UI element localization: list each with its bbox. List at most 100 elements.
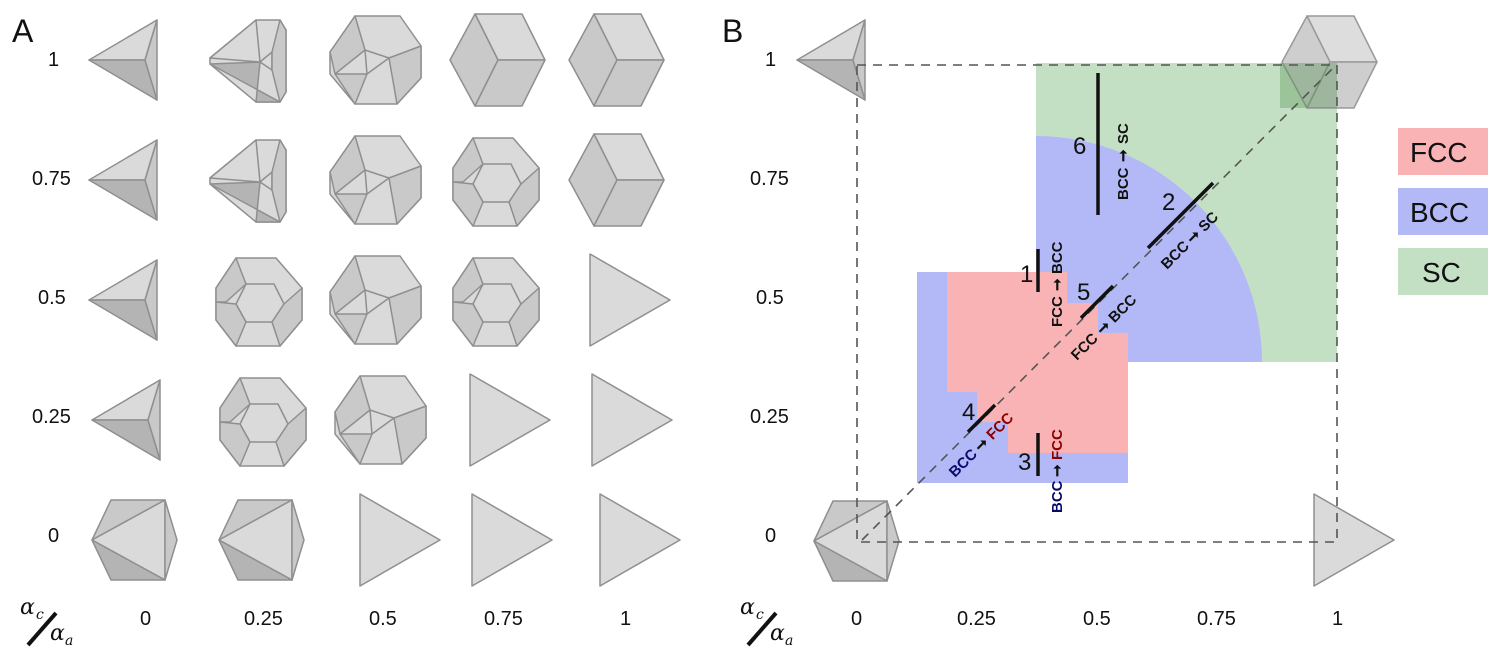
- legend-label-sc: SC: [1422, 257, 1461, 288]
- legend-swatch-bcc: [1398, 188, 1488, 235]
- arrow-glyph: ➞: [1049, 278, 1066, 291]
- polyhedron: [334, 375, 427, 465]
- x-label: 1: [1332, 608, 1343, 630]
- polyhedron: [215, 257, 303, 347]
- legend-label-bcc: BCC: [1410, 197, 1469, 228]
- row-label: 1: [48, 49, 59, 71]
- transition-number-4: 4: [962, 399, 975, 426]
- from-phase: BCC: [1049, 480, 1066, 513]
- col-label: 0.75: [484, 608, 523, 630]
- polyhedron-octahedron: [91, 499, 178, 581]
- polyhedron: [471, 493, 553, 587]
- panel-label-a: A: [12, 13, 34, 49]
- polyhedron: [219, 377, 307, 467]
- row-label: 0.25: [32, 406, 71, 428]
- x-label: 0.75: [1197, 608, 1236, 630]
- y-label: 1: [765, 49, 776, 71]
- alpha-c: α: [740, 595, 755, 620]
- transition-label-1: FCC ➞ BCC: [1049, 241, 1066, 327]
- y-label: 0.5: [756, 287, 784, 309]
- polyhedron: [589, 253, 671, 347]
- alpha-c: α: [20, 595, 35, 620]
- transition-label-6: BCC ➞ SC: [1115, 123, 1132, 200]
- polyhedron: [329, 255, 422, 345]
- ratio-slash: [26, 611, 58, 647]
- polyhedron: [91, 379, 161, 461]
- arrow-glyph: ➞: [1115, 149, 1132, 162]
- polyhedron: [88, 259, 158, 341]
- panel-label-b: B: [722, 13, 743, 49]
- ratio-slash: [746, 611, 778, 647]
- polyhedron: [452, 137, 540, 227]
- polyhedron: [218, 499, 305, 581]
- frame-rect: [856, 64, 1338, 543]
- polyhedron: [568, 133, 665, 227]
- to-phase: FCC: [1049, 429, 1066, 460]
- transition-line-4: [966, 403, 997, 434]
- panel-a-col-labels: 0 0.25 0.5 0.75 1: [140, 608, 631, 630]
- transition-number-2: 2: [1162, 189, 1175, 216]
- polyhedron-tetrahedron: [88, 19, 158, 101]
- legend-swatch-sc: [1398, 248, 1488, 295]
- polyhedron: [591, 373, 673, 467]
- row-label: 0.75: [32, 168, 71, 190]
- alpha-a: α: [50, 621, 65, 646]
- polyhedron: [329, 15, 422, 105]
- polyhedron-triangle: [599, 493, 681, 587]
- x-label: 0: [851, 608, 862, 630]
- transition-number-6: 6: [1073, 133, 1086, 160]
- alpha-c-sub: c: [756, 607, 764, 623]
- x-label: 0.5: [1083, 608, 1111, 630]
- polyhedron: [452, 257, 540, 347]
- dashed-frame: [856, 64, 1338, 543]
- panel-b-x-labels: 0 0.25 0.5 0.75 1: [851, 608, 1343, 630]
- polyhedron: [209, 139, 287, 223]
- region-sc-overlay: [1280, 63, 1337, 108]
- polyhedra-grid: [88, 13, 681, 587]
- alpha-a-sub: a: [65, 633, 73, 649]
- transition-markers: [966, 73, 1215, 476]
- polyhedron: [209, 19, 287, 103]
- polyhedron: [469, 373, 551, 467]
- x-label: 0.25: [957, 608, 996, 630]
- y-label: 0.75: [750, 168, 789, 190]
- transition-line-5: [1079, 284, 1115, 320]
- col-label: 0: [140, 608, 151, 630]
- panel-a-row-labels: 1 0.75 0.5 0.25 0: [32, 49, 71, 547]
- polyhedron: [359, 493, 441, 587]
- col-label: 0.25: [244, 608, 283, 630]
- corner-octahedron: [813, 500, 900, 582]
- legend-label-fcc: FCC: [1410, 137, 1468, 168]
- arrow-glyph: ➞: [1049, 464, 1066, 477]
- transition-number-3: 3: [1018, 449, 1031, 476]
- row-label: 0.5: [38, 287, 66, 309]
- transition-number-5: 5: [1077, 279, 1090, 306]
- from-phase: BCC: [1115, 167, 1132, 200]
- alpha-c-sub: c: [36, 607, 44, 623]
- polyhedron: [449, 13, 546, 107]
- polyhedron-cube: [568, 13, 665, 107]
- from-phase: FCC: [1049, 296, 1066, 327]
- y-label: 0: [765, 525, 776, 547]
- to-phase: BCC: [1049, 241, 1066, 274]
- axis-ratio-symbol-b: α c α a: [740, 595, 793, 649]
- polyhedron: [329, 135, 422, 225]
- legend-swatch-fcc: [1398, 128, 1488, 175]
- y-label: 0.25: [750, 406, 789, 428]
- corner-tetrahedron: [796, 19, 866, 101]
- alpha-a: α: [770, 621, 785, 646]
- legend: FCC BCC SC: [1398, 128, 1488, 295]
- transition-label-3: BCC ➞ FCC: [1049, 429, 1066, 513]
- transition-line-2: [1146, 181, 1215, 250]
- axis-ratio-symbol-a: α c α a: [20, 595, 73, 649]
- to-phase: SC: [1115, 123, 1132, 144]
- col-label: 0.5: [369, 608, 397, 630]
- polyhedron: [88, 139, 158, 221]
- transition-numbers: 6 2 1 5 4 3: [962, 133, 1175, 476]
- alpha-a-sub: a: [785, 633, 793, 649]
- corner-triangle: [1313, 493, 1395, 587]
- col-label: 1: [620, 608, 631, 630]
- panel-b-y-labels: 1 0.75 0.5 0.25 0: [750, 49, 789, 547]
- row-label: 0: [48, 525, 59, 547]
